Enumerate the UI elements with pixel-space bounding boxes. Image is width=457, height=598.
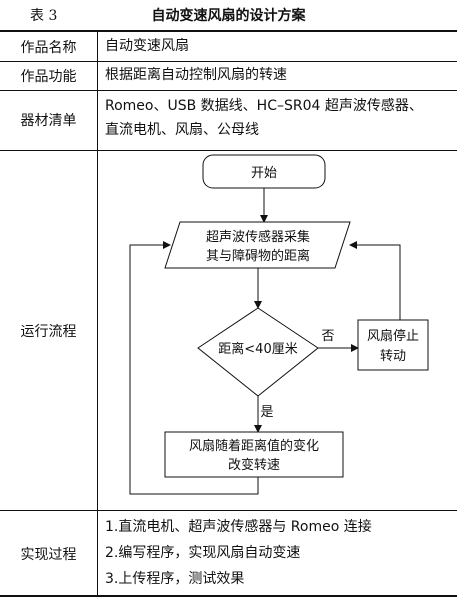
stop-text: 风扇停止 — [367, 328, 419, 344]
value-materials: Romeo、USB 数据线、HC–SR04 超声波传感器、 直流电机、风扇、公母… — [105, 94, 423, 142]
row-divider — [0, 510, 457, 511]
loop-line — [129, 241, 259, 495]
input-text: 其与障碍物的距离 — [206, 248, 310, 264]
materials-line: 直流电机、风扇、公母线 — [105, 122, 259, 138]
label-function: 作品功能 — [20, 69, 77, 85]
value-function: 根据距离自动控制风扇的转速 — [105, 67, 287, 83]
row-divider — [0, 61, 457, 62]
table-caption: 表 3 自动变速风扇的设计方案 — [0, 0, 457, 28]
stop-box — [357, 319, 429, 371]
bottom-rule — [0, 595, 457, 597]
no-label: 否 — [321, 329, 334, 344]
change-text: 风扇随着距离值的变化 — [189, 438, 319, 454]
input-text: 超声波传感器采集 — [206, 229, 310, 245]
table-title: 自动变速风扇的设计方案 — [151, 8, 306, 24]
stop-text: 转动 — [380, 349, 406, 364]
row-divider — [0, 150, 457, 151]
step-line: 3.上传程序，测试效果 — [105, 571, 245, 587]
label-name: 作品名称 — [20, 40, 77, 56]
value-implementation: 1.直流电机、超声波传感器与 Romeo 连接 2.编写程序，实现风扇自动变速 … — [105, 514, 372, 592]
value-name: 自动变速风扇 — [105, 38, 189, 54]
row-divider — [0, 90, 457, 91]
decision-text: 距离<40厘米 — [218, 341, 297, 357]
change-box — [164, 431, 344, 478]
input-parallelogram — [164, 221, 351, 269]
yes-label: 是 — [260, 405, 273, 420]
change-text: 改变转速 — [228, 457, 280, 473]
label-implementation: 实现过程 — [20, 547, 77, 563]
label-materials: 器材清单 — [20, 113, 77, 129]
top-rule — [0, 30, 457, 32]
start-text: 开始 — [251, 166, 277, 181]
column-divider — [97, 31, 98, 596]
label-process: 运行流程 — [20, 324, 77, 340]
table-number: 表 3 — [30, 8, 58, 24]
step-line: 1.直流电机、超声波传感器与 Romeo 连接 — [105, 519, 372, 535]
step-line: 2.编写程序，实现风扇自动变速 — [105, 545, 301, 561]
loop-line — [349, 241, 401, 320]
materials-line: Romeo、USB 数据线、HC–SR04 超声波传感器、 — [105, 98, 423, 114]
